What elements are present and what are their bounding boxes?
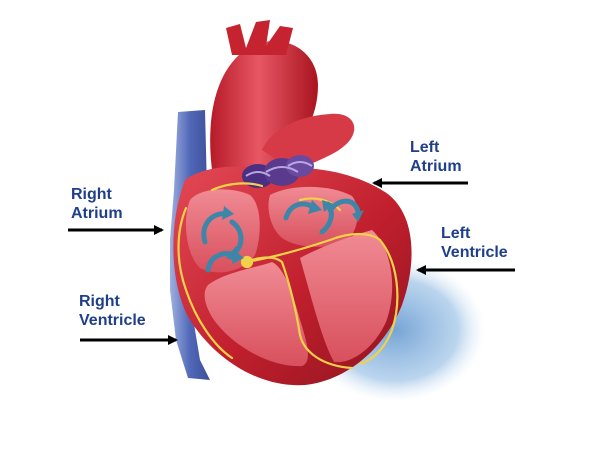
label-line: Atrium [71, 205, 123, 222]
label-line: Right [71, 186, 112, 203]
label-line: Ventricle [441, 244, 508, 261]
pulmonary-artery [262, 113, 355, 172]
label-left-ventricle: Left Ventricle [441, 224, 508, 262]
label-line: Atrium [410, 158, 462, 175]
conduction-system [177, 182, 399, 370]
label-left-atrium: Left Atrium [410, 138, 462, 176]
label-right-atrium: Right Atrium [71, 185, 123, 223]
right-atrium-chamber [185, 189, 260, 273]
aortic-branches [226, 20, 293, 55]
left-ventricle-chamber [300, 230, 393, 363]
label-line: Left [410, 139, 440, 156]
label-line: Left [441, 225, 471, 242]
label-right-ventricle: Right Ventricle [79, 292, 146, 330]
label-line: Ventricle [79, 312, 146, 329]
label-line: Right [79, 293, 120, 310]
right-ventricle-chamber [204, 262, 308, 367]
flow-arrowheads [222, 200, 364, 264]
heart-valves [242, 155, 314, 188]
